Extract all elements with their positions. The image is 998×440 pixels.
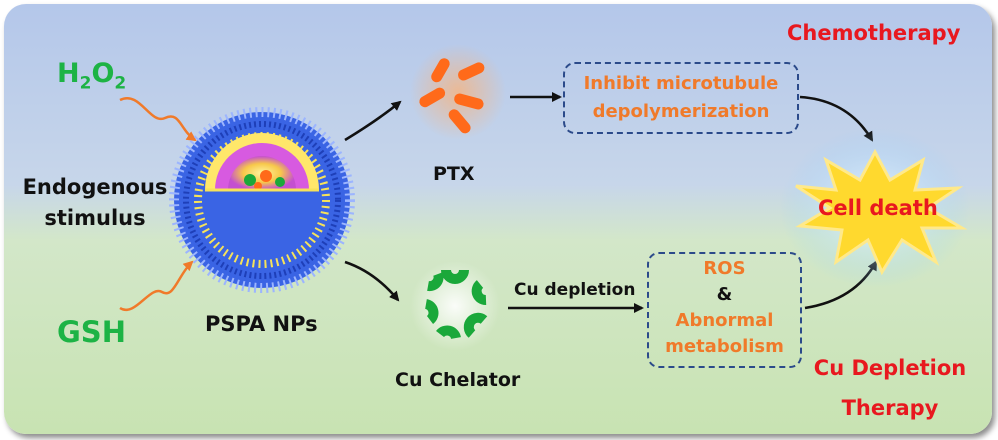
ros-label: ROS xyxy=(703,258,746,279)
nanoparticle-label: PSPA NPs xyxy=(205,312,318,336)
cu-chelator-label: Cu Chelator xyxy=(395,369,521,391)
abnormal-line2: metabolism xyxy=(665,336,784,357)
inhibit-box xyxy=(563,62,799,134)
h2o2-label: H2O2 xyxy=(57,58,126,93)
chemotherapy-label: Chemotherapy xyxy=(787,21,961,45)
cell-death-burst-icon xyxy=(780,128,970,288)
h2o2-wavy-arrow-icon xyxy=(119,96,197,142)
np-to-chelator-arrow xyxy=(344,260,400,302)
ros-text: ROS & Abnormal metabolism xyxy=(647,256,802,360)
stimulus-label: Endogenous stimulus xyxy=(10,172,180,234)
cell-death-label: Cell death xyxy=(818,196,938,220)
inhibit-text: Inhibit microtubule depolymerization xyxy=(563,70,799,126)
gsh-wavy-arrow-icon xyxy=(119,260,194,312)
gsh-label: GSH xyxy=(57,315,126,349)
abnormal-line1: Abnormal xyxy=(675,310,774,331)
ros-box xyxy=(647,252,802,368)
nanoparticle-icon xyxy=(169,107,355,293)
stimulus-line2: stimulus xyxy=(44,206,146,230)
cu-therapy-label: Cu Depletion Therapy xyxy=(800,348,980,428)
cu-depletion-label: Cu depletion xyxy=(514,280,636,300)
h2o2-h: H xyxy=(57,58,80,89)
inhibit-line2: depolymerization xyxy=(592,101,770,122)
inhibit-line1: Inhibit microtubule xyxy=(583,73,779,94)
np-to-ptx-arrow xyxy=(344,100,402,142)
cu-therapy-line2: Therapy xyxy=(841,396,939,420)
ptx-label: PTX xyxy=(433,163,475,185)
cu-therapy-line1: Cu Depletion xyxy=(813,356,967,380)
stimulus-line1: Endogenous xyxy=(22,175,168,199)
cu-chelator-icon xyxy=(410,261,500,351)
h2o2-o: O xyxy=(91,58,115,89)
h2o2-sub1: 2 xyxy=(79,73,92,94)
h2o2-sub2: 2 xyxy=(114,73,127,94)
ampersand-label: & xyxy=(716,284,733,305)
ptx-rods-icon xyxy=(410,44,506,140)
